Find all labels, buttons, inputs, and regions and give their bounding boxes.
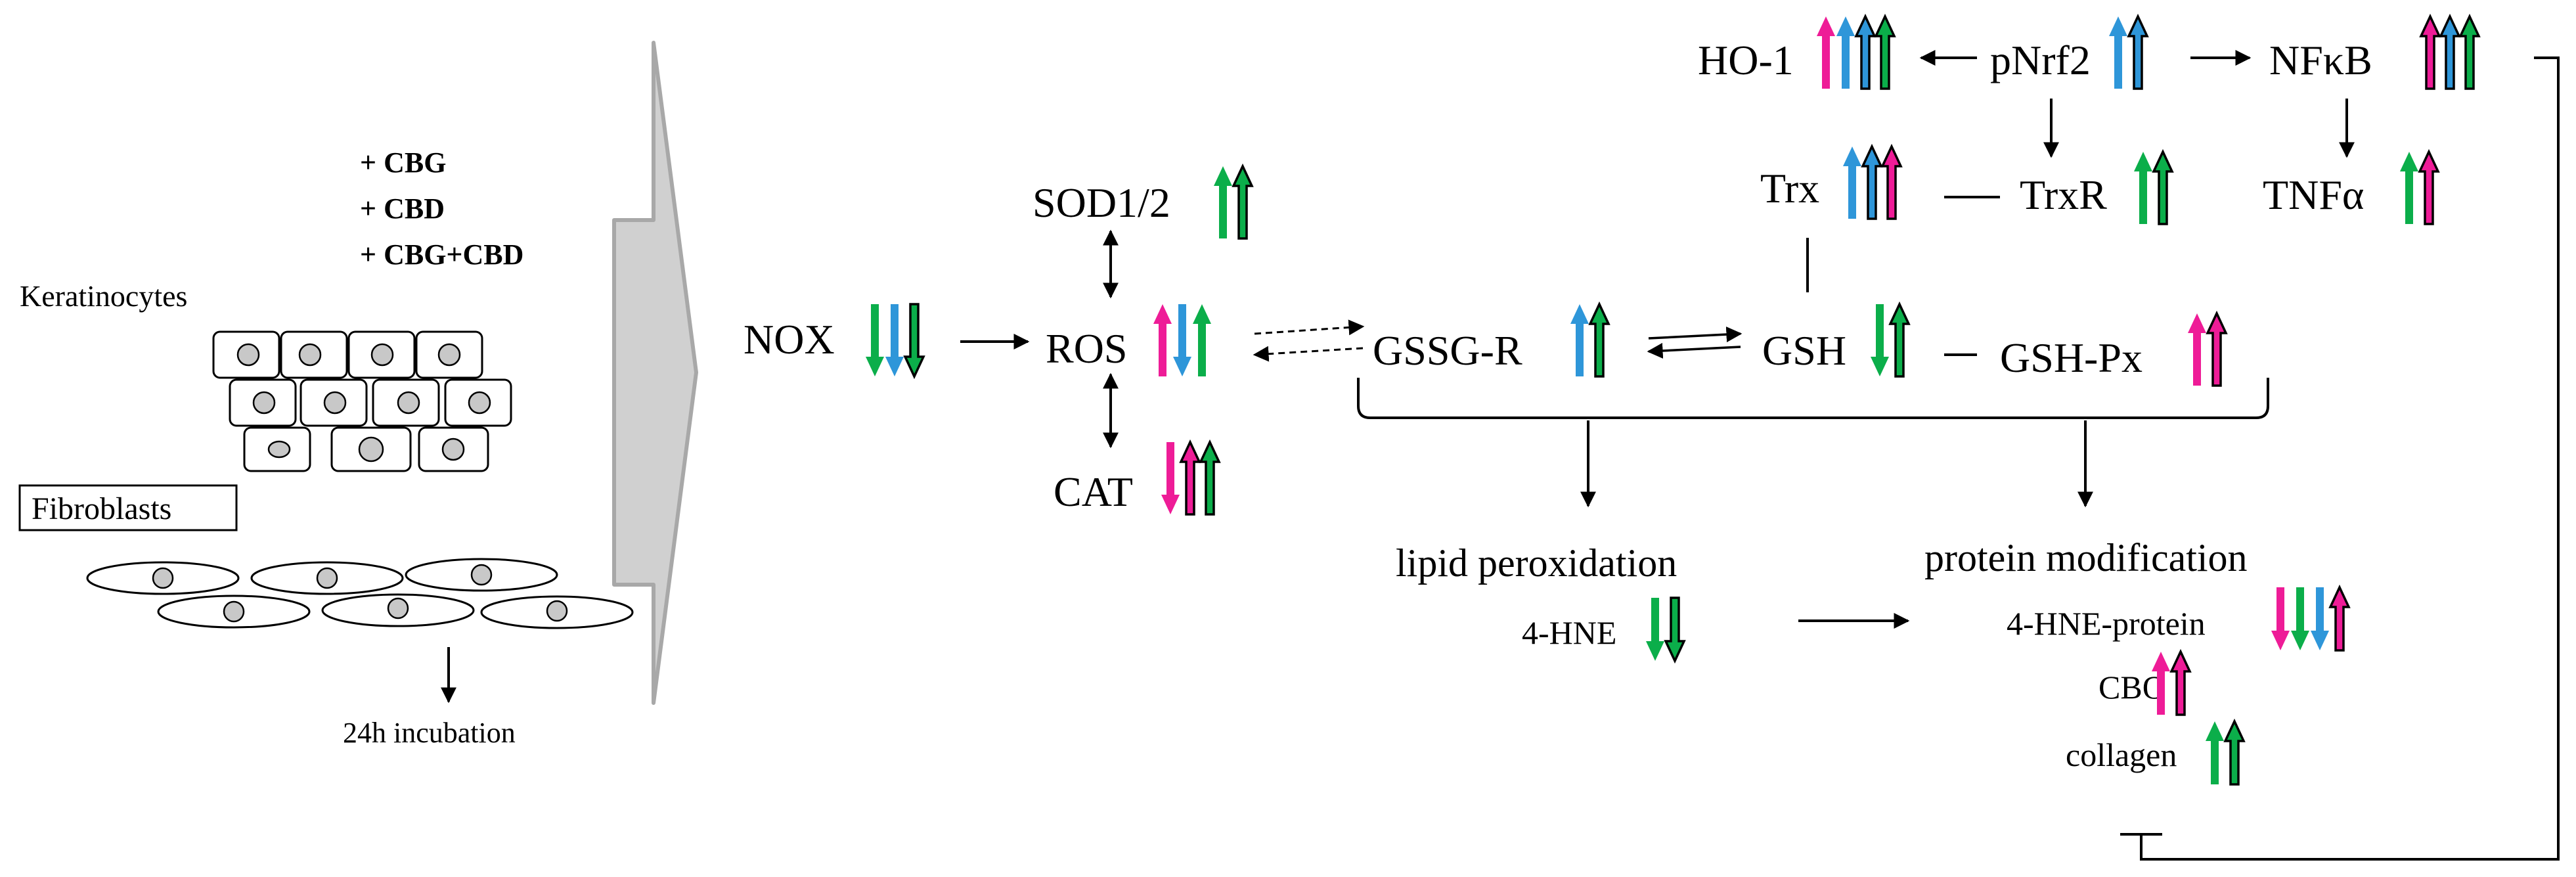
- trx-up-arrow-icon: [1861, 143, 1883, 220]
- trxr-label: TrxR: [2020, 171, 2107, 218]
- trx-label: Trx: [1760, 165, 1819, 212]
- fibroblasts-label: Fibroblasts: [32, 491, 171, 526]
- nfkb-inhibition-line: [2140, 56, 2560, 861]
- legend-cbg: + CBG: [360, 146, 446, 179]
- gssgr-label: GSSG-R: [1373, 327, 1522, 374]
- sod-up-arrow-icon: [1232, 163, 1254, 240]
- trx-up-arrow-icon: [1843, 146, 1861, 219]
- pnrf2-up-arrow-icon: [2127, 13, 2149, 90]
- tnfa-up-arrow-icon: [2418, 148, 2440, 225]
- cat-up-arrow-icon: [1199, 439, 1221, 516]
- transition-arrow: [612, 41, 698, 705]
- ho1-up-arrow-icon: [1836, 16, 1855, 89]
- fibroblasts-box: [18, 484, 238, 531]
- nox-down-arrow-icon: [903, 303, 925, 380]
- keratinocyte-nuclei: [236, 343, 491, 462]
- node-labels: SOD1/2 NOX ROS CAT GSSG-R GSH GSH-Px HO-…: [744, 37, 2372, 773]
- tnfa-label: TNFα: [2263, 171, 2364, 218]
- pnrf2-up-arrow-icon: [2109, 16, 2127, 89]
- hneprotein-down-arrow-icon: [2311, 587, 2329, 650]
- cat-up-arrow-icon: [1179, 439, 1201, 516]
- hne-down-arrow-icon: [1664, 596, 1686, 664]
- gssgr-up-arrow-icon: [1588, 301, 1610, 378]
- gssgr-gsh-upper: [1648, 326, 1743, 343]
- nfkb-up-arrow-icon: [2458, 13, 2481, 90]
- fibroblast-nuclei: [152, 564, 568, 623]
- trxr-up-arrow-icon: [2134, 152, 2152, 224]
- gshpx-up-arrow-icon: [2188, 313, 2206, 386]
- sod-up-arrow-icon: [1214, 166, 1232, 238]
- ho1-up-arrow-icon: [1874, 13, 1896, 90]
- ros-gssgr-dashed-lower: [1253, 346, 1364, 362]
- hneprotein-down-arrow-icon: [2271, 587, 2290, 650]
- cbo-up-arrow-icon: [2169, 648, 2192, 716]
- lipid-label: lipid peroxidation: [1396, 541, 1677, 585]
- keratinocytes-label: Keratinocytes: [20, 279, 187, 313]
- gssgr-up-arrow-icon: [1570, 304, 1589, 376]
- trxr-up-arrow-icon: [2152, 148, 2174, 225]
- gsh-gssgr-lower: [1647, 342, 1741, 359]
- gsh-down-arrow-icon: [1871, 304, 1889, 376]
- incubation-label: 24h incubation: [343, 717, 516, 749]
- hne-label: 4-HNE: [1522, 614, 1616, 651]
- pnrf2-label: pNrf2: [1990, 37, 2091, 83]
- hneprotein-down-arrow-icon: [2291, 587, 2309, 650]
- cat-label: CAT: [1054, 468, 1133, 515]
- keratinocyte-cells: [212, 330, 512, 472]
- cbo-up-arrow-icon: [2152, 652, 2170, 715]
- collagen-label: collagen: [2066, 736, 2177, 773]
- fibroblast-cells: [86, 558, 634, 629]
- hneprotein-label: 4-HNE-protein: [2007, 605, 2206, 642]
- hneprotein-up-arrow-icon: [2328, 584, 2351, 652]
- legend-cbd: + CBD: [360, 192, 445, 225]
- nfkb-up-arrow-icon: [2439, 13, 2461, 90]
- cat-down-arrow-icon: [1161, 442, 1180, 514]
- indicator-arrows: [866, 13, 2481, 786]
- sod-label: SOD1/2: [1033, 179, 1170, 226]
- nfkb-label: NFκB: [2269, 37, 2372, 83]
- hne-down-arrow-icon: [1646, 598, 1664, 661]
- ho1-up-arrow-icon: [1817, 16, 1835, 89]
- legend-combo: + CBG+CBD: [360, 238, 523, 271]
- ho1-up-arrow-icon: [1854, 13, 1876, 90]
- connectors: [960, 50, 2560, 861]
- nox-down-arrow-icon: [866, 304, 884, 376]
- nox-down-arrow-icon: [885, 304, 904, 376]
- legend: + CBG + CBD + CBG+CBD: [360, 146, 523, 271]
- protein-label: protein modification: [1924, 536, 2248, 579]
- cbo-label: CBO: [2099, 669, 2166, 706]
- ros-down-arrow-icon: [1173, 304, 1191, 376]
- nfkb-up-arrow-icon: [2419, 13, 2441, 90]
- nox-label: NOX: [744, 316, 835, 363]
- ros-up-arrow-icon: [1193, 304, 1211, 376]
- collagen-up-arrow-icon: [2206, 721, 2224, 784]
- gsh-label: GSH: [1762, 327, 1846, 374]
- bracket: [1357, 378, 2269, 419]
- gshpx-up-arrow-icon: [2206, 310, 2228, 387]
- ros-up-arrow-icon: [1153, 304, 1172, 376]
- tnfa-up-arrow-icon: [2400, 152, 2418, 224]
- ho1-label: HO-1: [1698, 37, 1794, 83]
- trx-up-arrow-icon: [1880, 143, 1903, 220]
- gsh-up-arrow-icon: [1888, 301, 1911, 378]
- gshpx-label: GSH-Px: [2000, 334, 2143, 381]
- ros-gssgr-dashed-upper: [1254, 319, 1365, 336]
- ros-label: ROS: [1046, 325, 1128, 372]
- collagen-up-arrow-icon: [2223, 718, 2246, 786]
